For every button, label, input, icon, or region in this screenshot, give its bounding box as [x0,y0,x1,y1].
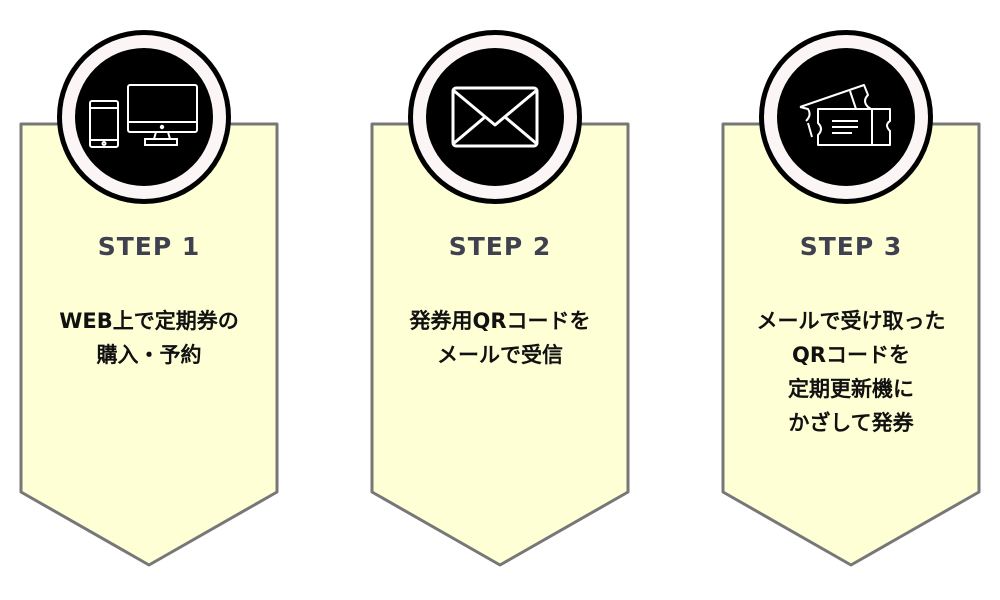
card-shape [370,122,630,567]
step-description: 発券用QRコードをメールで受信 [409,309,591,367]
step-card-2: STEP 2 発券用QRコードをメールで受信 [368,0,632,600]
envelope-icon [451,86,539,148]
icon-badge [759,30,933,204]
card-shape [19,122,279,567]
step-card-1: STEP 1 WEB上で定期券の購入・予約 [17,0,281,600]
ticket-icon [799,84,891,146]
step-label: STEP 3 [799,232,903,261]
card-shape [721,122,981,567]
step-label: STEP 1 [97,232,201,261]
step-label: STEP 2 [448,232,552,261]
devices-icon [89,84,198,148]
icon-badge [408,30,582,204]
step-description: WEB上で定期券の購入・予約 [59,309,239,367]
icon-badge [57,30,231,204]
